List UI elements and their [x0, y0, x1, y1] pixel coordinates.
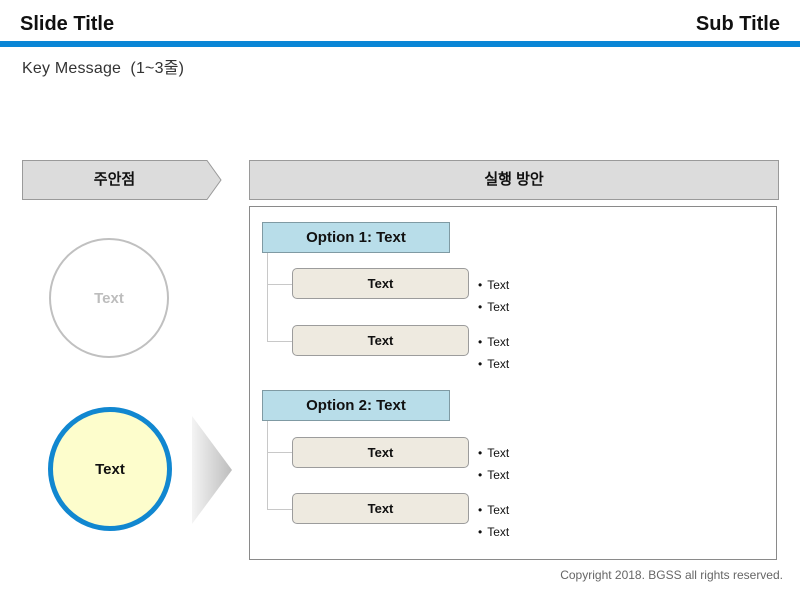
right-arrow-icon — [192, 416, 232, 524]
bullet-item: Text — [478, 300, 509, 314]
chevron-label: 주안점 — [93, 171, 136, 188]
circle-active: Text — [48, 407, 172, 531]
option-1-label: Option 1: Text — [262, 222, 450, 253]
option-1-connector — [267, 253, 268, 342]
bullet-item: Text — [478, 468, 509, 482]
bullet-item: Text — [478, 335, 509, 349]
bullet-item: Text — [478, 503, 509, 517]
sub-title: Sub Title — [695, 13, 780, 35]
connector-branch — [267, 341, 292, 342]
circle-inactive: Text — [49, 238, 169, 358]
key-message: Key Message (1~3줄) — [22, 60, 185, 77]
bullet-item: Text — [478, 278, 509, 292]
circle-inactive-label: Text — [94, 289, 124, 307]
circle-active-label: Text — [95, 460, 125, 478]
connector-branch — [267, 452, 292, 453]
option-1-item-2: Text — [292, 325, 469, 356]
plan-header: 실행 방안 — [249, 160, 779, 200]
connector-branch — [267, 284, 292, 285]
bullet-item: Text — [478, 357, 509, 371]
bullet-item: Text — [478, 525, 509, 539]
option-2-item-1: Text — [292, 437, 469, 468]
bullet-item: Text — [478, 446, 509, 460]
connector-branch — [267, 509, 292, 510]
chevron-header — [22, 160, 222, 200]
option-2-item-2: Text — [292, 493, 469, 524]
option-2-label: Option 2: Text — [262, 390, 450, 421]
option-2-connector — [267, 421, 268, 510]
title-divider — [0, 41, 800, 47]
copyright: Copyright 2018. BGSS all rights reserved… — [560, 568, 783, 582]
slide-title: Slide Title — [20, 13, 115, 35]
option-1-item-1: Text — [292, 268, 469, 299]
